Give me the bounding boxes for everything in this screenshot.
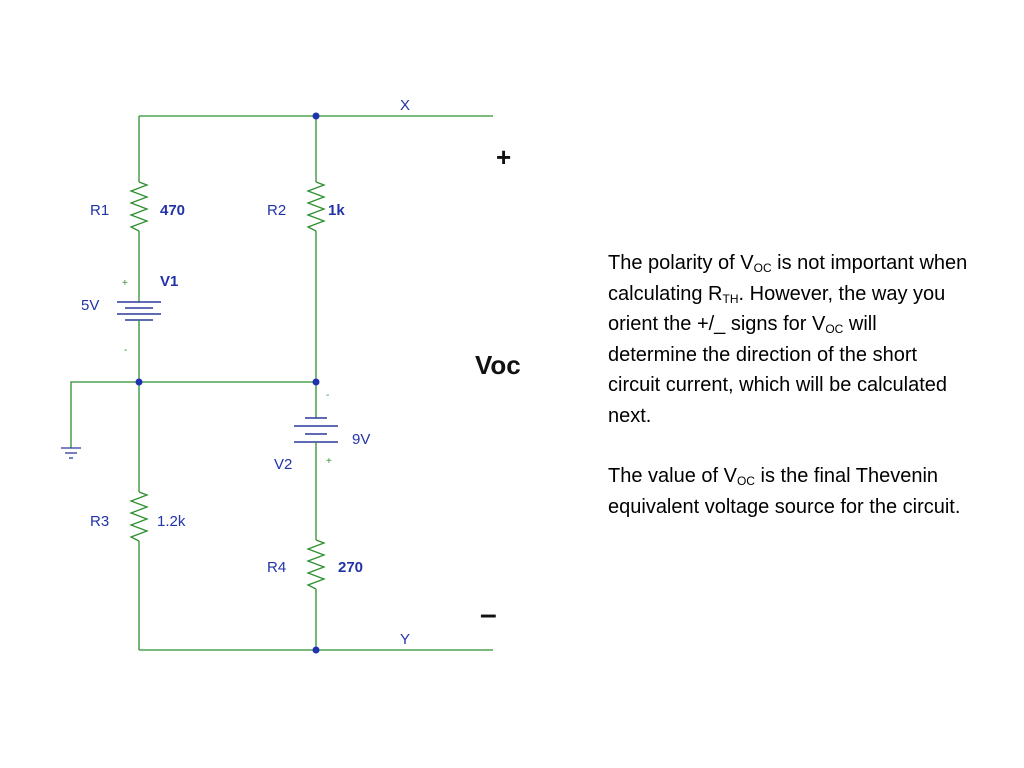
explanation-text: The polarity of VOC is not important whe…: [608, 248, 968, 552]
p2-text-c: is the final Thevenin equivalent voltage…: [608, 465, 961, 518]
terminal-plus: +: [496, 142, 511, 172]
circuit-schematic: X Y R1 470 R2 1k R3 1.2k R4 270 V1 5V + …: [61, 97, 521, 654]
r2-value: 1k: [328, 202, 345, 219]
r1-resistor: [129, 181, 149, 232]
v1-value: 5V: [81, 297, 99, 314]
voc-label: Voc: [475, 350, 521, 380]
p2-sub-oc: OC: [736, 474, 755, 488]
node-left-mid: [135, 378, 143, 386]
p1-text-e: . However, the way you orient the +/_ si…: [608, 282, 946, 336]
r4-resistor: [306, 539, 326, 590]
p1-text-a: The polarity of V: [608, 252, 754, 274]
node-y-label: Y: [400, 631, 410, 648]
p2-text-a: The value of V: [608, 465, 737, 487]
explanation-paragraph-1: The polarity of VOC is not important whe…: [608, 248, 968, 431]
node-y: [312, 646, 320, 654]
r2-resistor: [306, 181, 326, 232]
v2-name: V2: [274, 456, 292, 473]
v1-name: V1: [160, 273, 178, 290]
p1-sub-oc: OC: [753, 261, 772, 275]
v1-minus-sign: -: [124, 345, 127, 356]
p1-text-g: will determine the direction of the shor…: [608, 313, 948, 427]
r4-value: 270: [338, 559, 363, 576]
r1-value: 470: [160, 202, 185, 219]
p1-sub-oc-2: OC: [825, 322, 844, 336]
wire-ground: [70, 381, 139, 448]
p1-text-c: is not important when calculating R: [608, 252, 968, 305]
node-x: [312, 112, 320, 120]
r3-resistor: [129, 491, 149, 542]
r4-name: R4: [267, 559, 286, 576]
v2-minus-sign: -: [326, 390, 329, 401]
node-x-label: X: [400, 97, 410, 114]
v2-plus-sign: +: [326, 456, 332, 467]
r2-name: R2: [267, 202, 286, 219]
r3-value: 1.2k: [157, 513, 186, 530]
node-right-mid: [312, 378, 320, 386]
v2-value: 9V: [352, 431, 370, 448]
v1-plus-sign: +: [122, 278, 128, 289]
explanation-paragraph-2: The value of VOC is the final Thevenin e…: [608, 461, 968, 522]
r3-name: R3: [90, 513, 109, 530]
p1-sub-th: TH: [722, 291, 739, 306]
terminal-minus: –: [480, 598, 497, 631]
r1-name: R1: [90, 202, 109, 219]
